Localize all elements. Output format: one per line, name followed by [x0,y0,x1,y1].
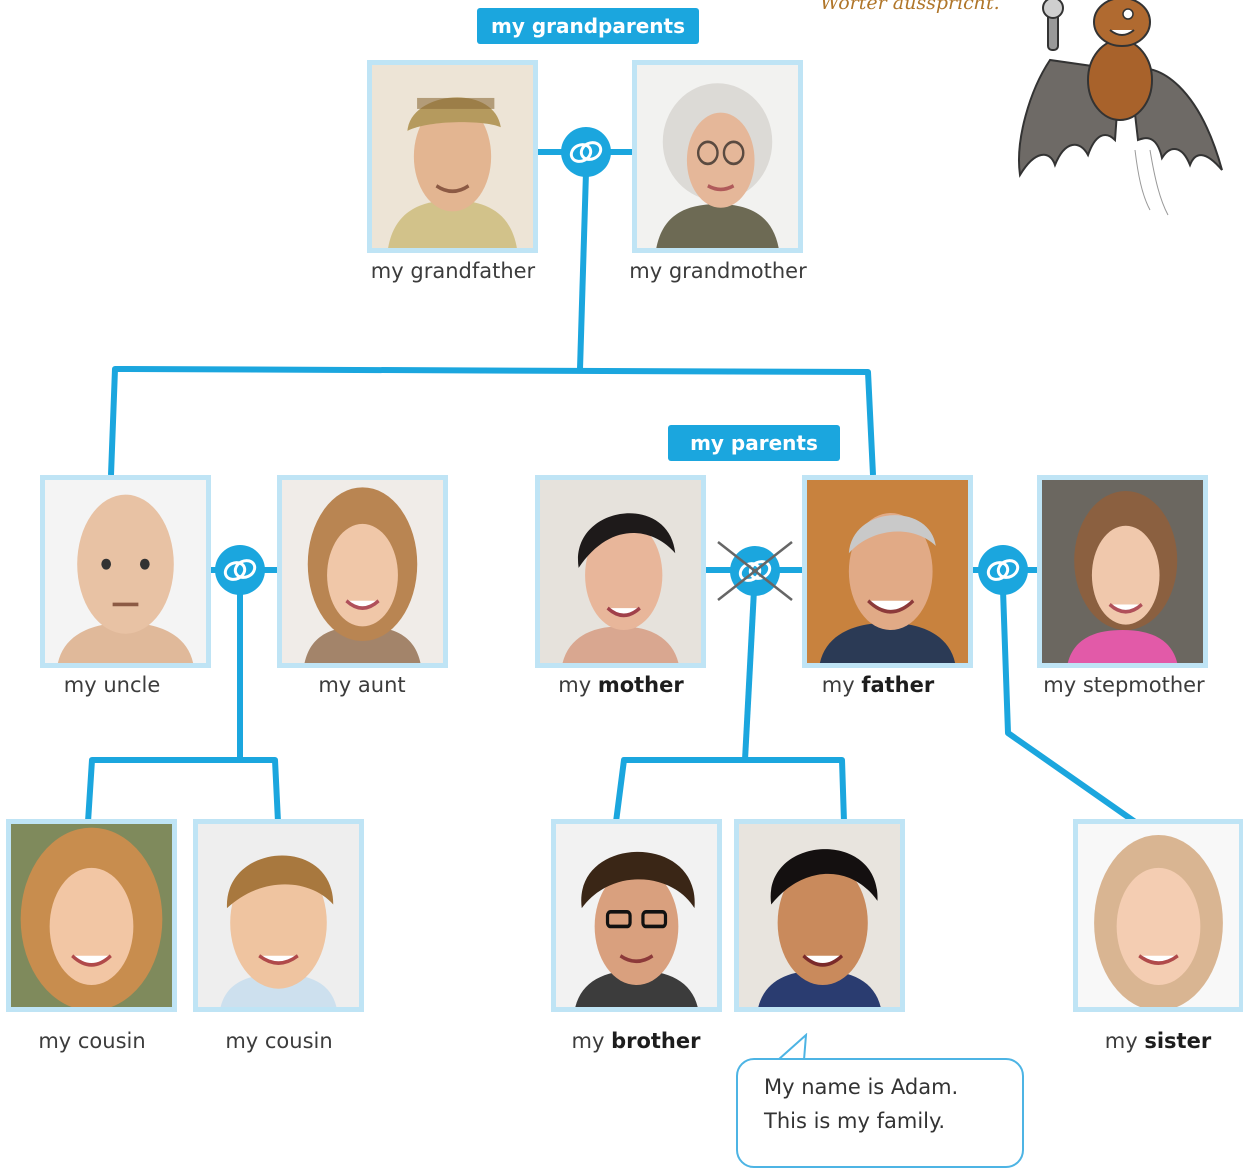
speech-bubble-line-1: My name is Adam. [764,1075,959,1099]
divorced-rings-icon [717,541,793,601]
grandparents-label: my grandparents [477,8,699,44]
photo-aunt [277,475,448,668]
caption-uncle: my uncle [63,673,161,697]
family-tree-connectors [85,149,1140,827]
speech-bubble-tail [778,1033,808,1061]
caption-mother: my mother [558,673,684,697]
caption-aunt: my aunt [318,673,406,697]
caption-grandfather: my grandfather [370,259,536,283]
photo-adam [734,819,905,1012]
speech-bubble-line-2: This is my family. [764,1109,946,1133]
caption-cousin-girl: my cousin [38,1029,146,1053]
photo-cousin-boy [193,819,364,1012]
photo-grandmother [632,60,803,253]
bat-mascot-icon [1018,0,1223,216]
speech-bubble: My name is Adam. This is my family. [736,1058,1024,1168]
caption-father: my father [821,673,935,697]
photo-father [802,475,973,668]
caption-brother: my brother [571,1029,701,1053]
photo-mother [535,475,706,668]
marriage-rings-icon [561,127,611,177]
photo-grandfather [367,60,538,253]
photo-brother [551,819,722,1012]
pronunciation-hint: Wörter ausspricht. [820,0,1000,14]
caption-stepmother: my stepmother [1043,673,1205,697]
photo-uncle [40,475,211,668]
photo-cousin-girl [6,819,177,1012]
caption-cousin-boy: my cousin [225,1029,333,1053]
marriage-rings-icon [215,545,265,595]
parents-label: my parents [668,425,840,461]
marriage-rings-icon [978,545,1028,595]
caption-sister: my sister [1104,1029,1212,1053]
caption-grandmother: my grandmother [629,259,807,283]
photo-sister [1073,819,1243,1012]
photo-stepmother [1037,475,1208,668]
